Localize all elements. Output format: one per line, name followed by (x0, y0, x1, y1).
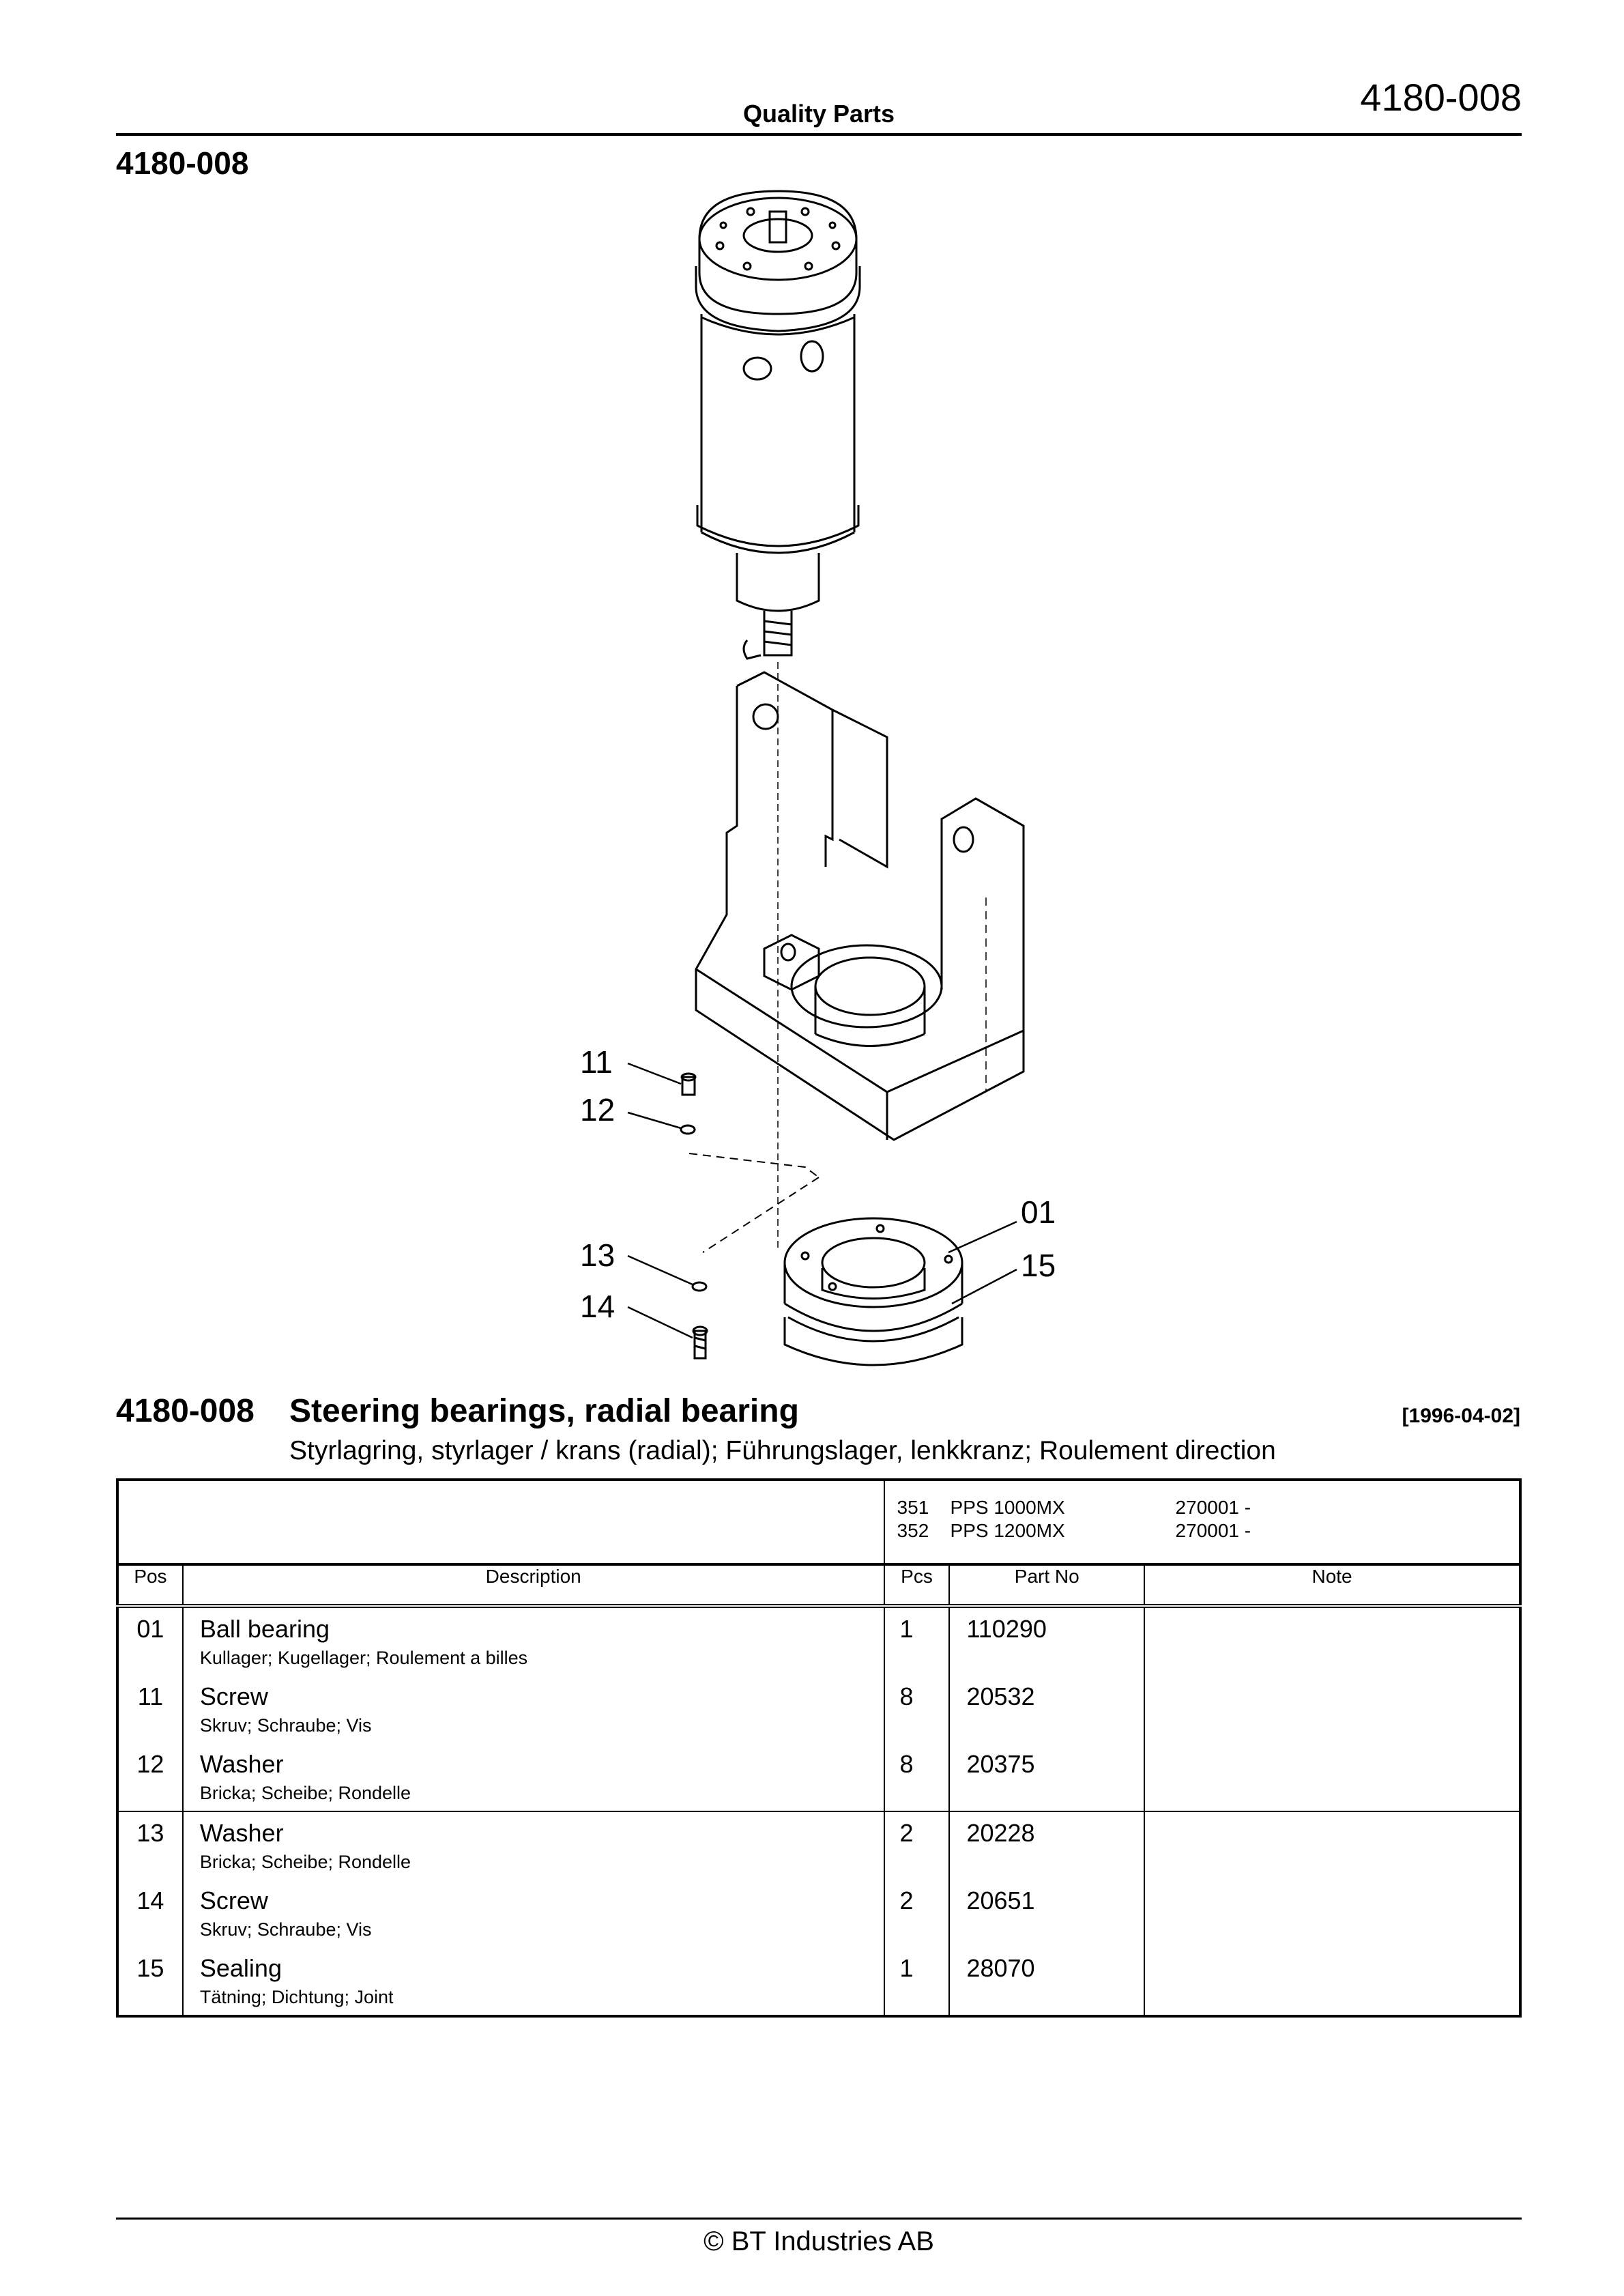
col-header-pcs: Pcs (883, 1564, 950, 1608)
row-part-no: 20651 (948, 1880, 1145, 1947)
row-part-no: 110290 (948, 1606, 1145, 1676)
row-note (1144, 1676, 1520, 1743)
col-header-note: Note (1144, 1564, 1520, 1608)
row-desc-main: Washer (199, 1750, 284, 1778)
callout-12: 12 (580, 1092, 615, 1128)
row-pos: 12 (117, 1743, 183, 1812)
row-desc-translations: Bricka; Scheibe; Rondelle (199, 1783, 411, 1803)
row-desc-main: Ball bearing (199, 1615, 330, 1643)
row-part-no: 28070 (948, 1947, 1145, 2016)
row-pos: 01 (136, 1615, 164, 1643)
fastener-illustration (680, 1072, 820, 1360)
row-desc-main: Screw (199, 1682, 268, 1710)
row-pos: 11 (137, 1682, 164, 1710)
model-code: 351 (897, 1497, 929, 1518)
bearing-illustration (783, 1217, 963, 1366)
row-note (1144, 1947, 1520, 2016)
row-desc-translations: Kullager; Kugellager; Roulement a billes (199, 1648, 528, 1668)
row-pcs: 2 (883, 1811, 950, 1880)
row-pos: 15 (136, 1954, 164, 1982)
row-pcs: 2 (883, 1880, 950, 1947)
row-pos: 13 (136, 1819, 164, 1847)
model-serial: 270001 - (1175, 1520, 1251, 1541)
row-pcs: 1 (883, 1947, 950, 2016)
callout-15: 15 (1021, 1248, 1056, 1283)
header-rule (116, 133, 1522, 136)
row-note (1144, 1743, 1520, 1812)
callout-leaders (627, 1062, 1017, 1339)
row-pcs: 8 (883, 1743, 950, 1812)
exploded-parts-drawing: 11 12 13 14 01 15 (580, 190, 1056, 1366)
row-note (1144, 1811, 1520, 1880)
col-header-pos: Pos (117, 1564, 183, 1608)
callout-13: 13 (580, 1237, 615, 1273)
row-pcs: 1 (883, 1606, 950, 1676)
row-desc-main: Screw (199, 1886, 268, 1914)
row-note (1144, 1880, 1520, 1947)
row-part-no: 20532 (948, 1676, 1145, 1743)
row-desc-translations: Bricka; Scheibe; Rondelle (199, 1852, 411, 1872)
drawing-label: 4180-008 (116, 145, 249, 181)
parts-table: 351 PPS 1000MX 270001 - 352 PPS 1200MX 27000… (116, 1478, 1522, 2018)
col-header-part-no: Part No (948, 1564, 1145, 1608)
models-list: 351 PPS 1000MX 270001 - 352 PPS 1200MX 27000… (883, 1480, 1520, 1566)
col-header-description: Description (182, 1564, 884, 1608)
row-desc-translations: Skruv; Schraube; Vis (199, 1715, 372, 1736)
section-title: Steering bearings, radial bearing (289, 1393, 799, 1429)
row-part-no: 20375 (948, 1743, 1145, 1812)
row-pcs: 8 (883, 1676, 950, 1743)
callout-01: 01 (1021, 1194, 1056, 1230)
row-desc-main: Sealing (199, 1954, 282, 1982)
motor-illustration (695, 190, 861, 1249)
model-name: PPS 1200MX (950, 1520, 1065, 1541)
bracket-illustration (695, 671, 1025, 1141)
model-serial: 270001 - (1175, 1497, 1251, 1518)
footer-copyright: © BT Industries AB (704, 2226, 934, 2256)
section-code: 4180-008 (116, 1393, 255, 1429)
model-name: PPS 1000MX (950, 1497, 1065, 1518)
table-header-row: Pos Description Pcs Part No Note (117, 1564, 1520, 1608)
models-row: 351 PPS 1000MX 270001 - 352 PPS 1200MX 27000… (117, 1480, 1520, 1566)
row-pos: 14 (136, 1886, 164, 1914)
model-row: 351 PPS 1000MX 270001 - (897, 1496, 1519, 1519)
row-part-no: 20228 (948, 1811, 1145, 1880)
section-date: [1996-04-02] (1402, 1405, 1520, 1427)
footer-rule (116, 2218, 1522, 2220)
callout-11: 11 (580, 1044, 613, 1080)
row-desc-translations: Skruv; Schraube; Vis (199, 1919, 372, 1940)
row-desc-translations: Tätning; Dichtung; Joint (199, 1987, 394, 2007)
model-code: 352 (897, 1520, 929, 1541)
model-row: 352 PPS 1200MX 270001 - (897, 1519, 1519, 1542)
header-title: Quality Parts (742, 100, 895, 128)
row-desc-main: Washer (199, 1819, 284, 1847)
row-note (1144, 1606, 1520, 1676)
section-subtitle: Styrlagring, styrlager / krans (radial);… (289, 1436, 1276, 1465)
callout-14: 14 (580, 1289, 615, 1324)
header-doc-number: 4180-008 (1360, 76, 1522, 119)
